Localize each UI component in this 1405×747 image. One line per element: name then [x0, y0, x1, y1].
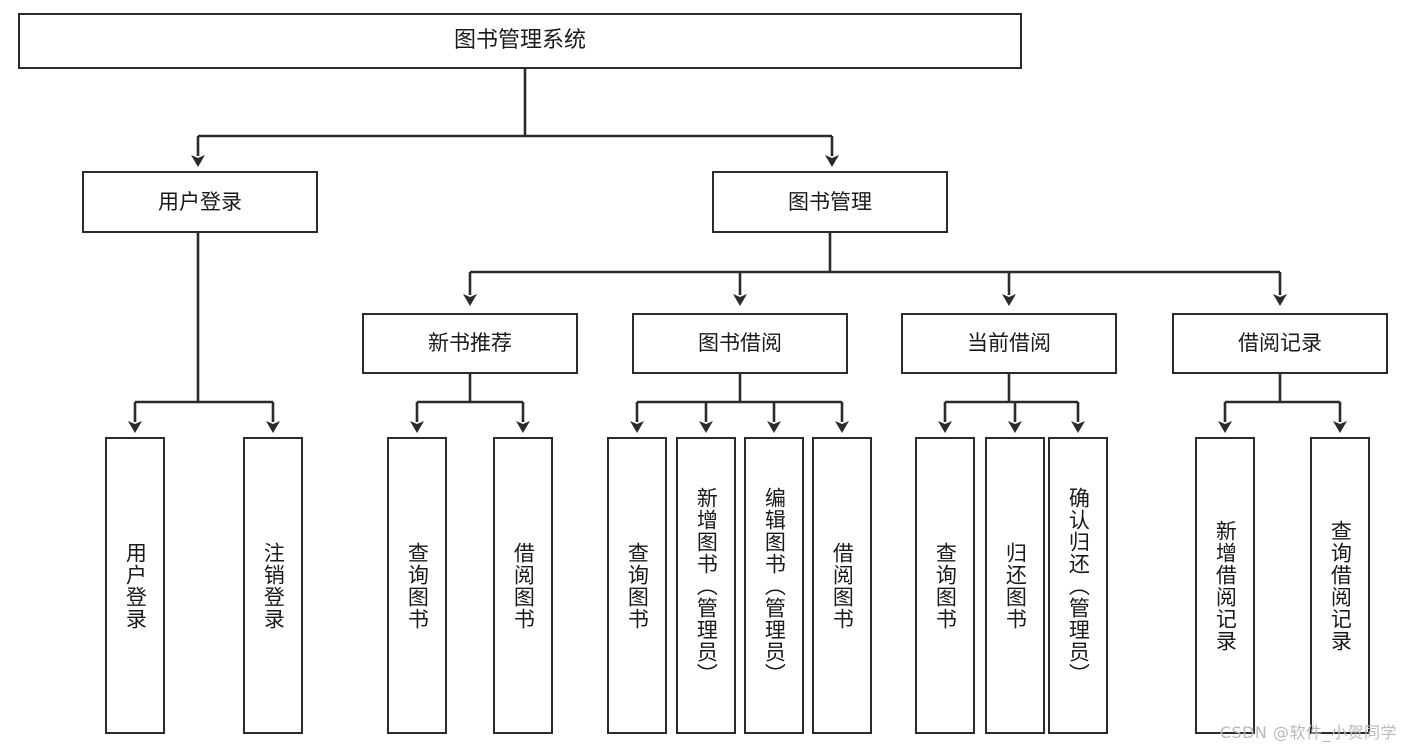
- node-borrow-record[interactable]: 借阅记录: [1172, 313, 1388, 374]
- node-label: 借阅图书: [511, 541, 536, 630]
- node-book-borrow[interactable]: 图书借阅: [632, 313, 848, 374]
- leaf-confirm-return[interactable]: 确认归还（管理员）: [1048, 437, 1108, 734]
- leaf-user-login[interactable]: 用户登录: [105, 437, 165, 734]
- node-current-borrow[interactable]: 当前借阅: [901, 313, 1117, 374]
- node-label: 用户登录: [123, 541, 148, 630]
- leaf-borrow-book[interactable]: 借阅图书: [812, 437, 872, 734]
- node-root-book-management-system[interactable]: 图书管理系统: [18, 13, 1022, 69]
- node-label: 查询图书: [625, 541, 650, 630]
- node-label: 新书推荐: [428, 331, 512, 356]
- node-label: 注销登录: [261, 541, 286, 630]
- node-label: 图书管理: [788, 189, 872, 214]
- csdn-watermark: CSDN @软件_小贺同学: [1219, 723, 1397, 742]
- node-label: 图书借阅: [698, 331, 782, 356]
- node-label: 查询图书: [933, 541, 958, 630]
- leaf-add-book[interactable]: 新增图书（管理员）: [676, 437, 736, 734]
- node-label: 新增图书（管理员）: [694, 486, 719, 685]
- node-label: 借阅图书: [830, 541, 855, 630]
- node-label: 确认归还（管理员）: [1066, 486, 1091, 685]
- node-label: 归还图书: [1003, 541, 1028, 630]
- node-label: 新增借阅记录: [1213, 519, 1238, 652]
- node-user-login[interactable]: 用户登录: [82, 171, 318, 233]
- node-book-management[interactable]: 图书管理: [712, 171, 948, 233]
- node-label: 用户登录: [158, 189, 242, 214]
- leaf-query-book-recommend[interactable]: 查询图书: [387, 437, 447, 734]
- leaf-return-book[interactable]: 归还图书: [985, 437, 1045, 734]
- leaf-logout-login[interactable]: 注销登录: [243, 437, 303, 734]
- node-label: 查询图书: [405, 541, 430, 630]
- leaf-edit-book[interactable]: 编辑图书（管理员）: [744, 437, 804, 734]
- node-label: 查询借阅记录: [1328, 519, 1353, 652]
- leaf-query-borrow-record[interactable]: 查询借阅记录: [1310, 437, 1370, 734]
- node-label: 图书管理系统: [453, 28, 586, 54]
- leaf-add-borrow-record[interactable]: 新增借阅记录: [1195, 437, 1255, 734]
- node-label: 编辑图书（管理员）: [762, 486, 787, 685]
- node-new-book-recommend[interactable]: 新书推荐: [362, 313, 578, 374]
- leaf-borrow-book-recommend[interactable]: 借阅图书: [493, 437, 553, 734]
- node-label: 借阅记录: [1238, 331, 1322, 356]
- leaf-query-book-borrow[interactable]: 查询图书: [607, 437, 667, 734]
- node-label: 当前借阅: [967, 331, 1051, 356]
- leaf-query-book-current[interactable]: 查询图书: [915, 437, 975, 734]
